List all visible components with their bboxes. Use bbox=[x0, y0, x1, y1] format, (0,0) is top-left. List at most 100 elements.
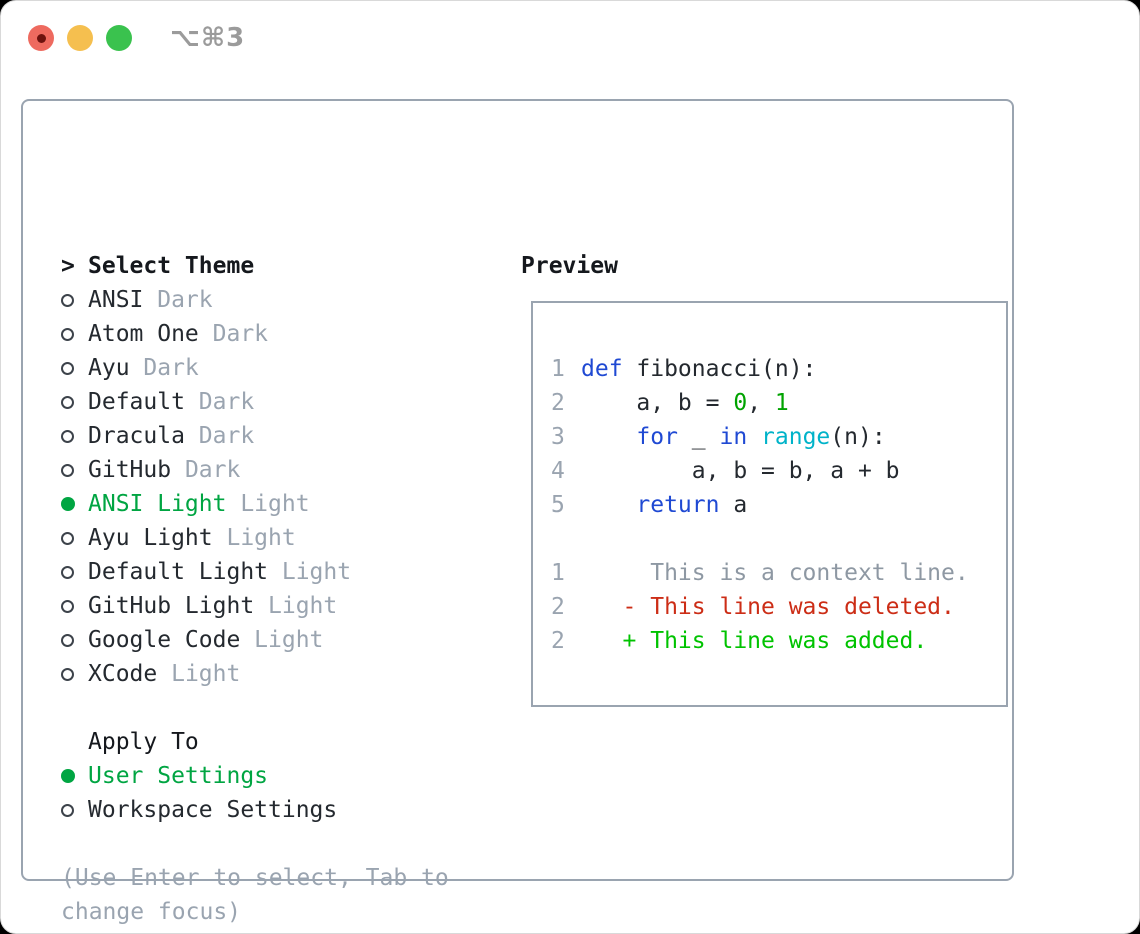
radio-slot bbox=[61, 327, 88, 341]
code-segment-keyword: return bbox=[636, 492, 720, 518]
apply-option-label: Workspace Settings bbox=[88, 797, 338, 823]
theme-option-label: GitHub Light bbox=[88, 593, 255, 619]
code-line: 5 return a bbox=[551, 488, 969, 522]
theme-option-atom-one[interactable]: Atom One Dark bbox=[61, 317, 449, 351]
theme-variant-label: Light bbox=[281, 559, 352, 585]
hint-line: change focus) bbox=[61, 899, 242, 925]
theme-picker-header: > Select Theme bbox=[61, 249, 449, 283]
theme-variant-label: Dark bbox=[212, 321, 269, 347]
radio-icon bbox=[61, 565, 74, 579]
code-segment-keyword: def bbox=[581, 356, 623, 382]
code-segment-text: , bbox=[747, 390, 775, 416]
titlebar: ⌥⌘3 bbox=[1, 1, 1139, 77]
theme-option-label: GitHub bbox=[88, 457, 172, 483]
theme-variant-label: Light bbox=[254, 627, 324, 653]
line-number: 1 bbox=[551, 560, 565, 586]
radio-slot bbox=[61, 599, 88, 613]
theme-option-default[interactable]: Default Dark bbox=[61, 385, 449, 419]
preview-title: Preview bbox=[521, 253, 618, 279]
line-number: 2 bbox=[551, 390, 565, 416]
minimize-button[interactable] bbox=[67, 25, 93, 51]
code-segment-text: (n): bbox=[830, 424, 886, 450]
theme-option-label: Ayu Light bbox=[88, 525, 213, 551]
theme-option-google-code[interactable]: Google Code Light bbox=[61, 623, 449, 657]
radio-slot bbox=[61, 667, 88, 681]
theme-option-ansi[interactable]: ANSI Dark bbox=[61, 283, 449, 317]
radio-slot bbox=[61, 803, 88, 817]
code-segment-text: a, b = bbox=[581, 390, 734, 416]
theme-option-label: Atom One bbox=[88, 321, 199, 347]
theme-variant-label: Light bbox=[226, 525, 296, 551]
theme-variant-label: Dark bbox=[184, 457, 241, 483]
code-segment-keyword: in bbox=[719, 424, 748, 450]
theme-option-label: Ayu bbox=[88, 355, 130, 381]
radio-icon bbox=[61, 395, 74, 409]
code-line: 4 a, b = b, a + b bbox=[551, 454, 969, 488]
code-segment-number: 0 bbox=[733, 390, 748, 416]
theme-option-label: ANSI Light bbox=[88, 491, 227, 517]
radio-slot bbox=[61, 395, 88, 409]
code-line: 2 a, b = 0, 1 bbox=[551, 386, 969, 420]
theme-option-label: Default bbox=[88, 389, 185, 415]
radio-slot bbox=[61, 769, 88, 783]
theme-option-label: ANSI bbox=[88, 287, 144, 313]
radio-slot bbox=[61, 531, 88, 545]
theme-option-ayu-light[interactable]: Ayu Light Light bbox=[61, 521, 449, 555]
theme-variant-label: Dark bbox=[157, 287, 213, 313]
theme-option-ansi-light[interactable]: ANSI Light Light bbox=[61, 487, 449, 521]
code-segment-context: This is a context line. bbox=[581, 560, 969, 586]
line-number: 4 bbox=[551, 458, 565, 484]
radio-slot bbox=[61, 633, 88, 647]
radio-slot bbox=[61, 497, 88, 511]
line-number: 1 bbox=[551, 356, 565, 382]
apply-option-workspace-settings[interactable]: Workspace Settings bbox=[61, 793, 449, 827]
spacer bbox=[61, 827, 449, 861]
theme-option-label: Google Code bbox=[88, 627, 241, 653]
code-segment-text: a, b = b, a + b bbox=[581, 458, 900, 484]
theme-variant-label: Dark bbox=[143, 355, 199, 381]
prompt-icon: > bbox=[61, 253, 75, 279]
theme-variant-label: Dark bbox=[198, 389, 255, 415]
radio-icon bbox=[61, 463, 74, 477]
code-segment-added: + This line was added. bbox=[581, 628, 928, 654]
line-number: 5 bbox=[551, 492, 565, 518]
window-title: ⌥⌘3 bbox=[170, 23, 246, 53]
radio-icon bbox=[61, 293, 74, 307]
radio-selected-icon bbox=[61, 497, 75, 511]
apply-option-label: User Settings bbox=[88, 763, 269, 789]
theme-option-label: XCode bbox=[88, 661, 158, 687]
radio-icon bbox=[61, 361, 74, 375]
code-segment-keyword: for bbox=[636, 424, 678, 450]
theme-option-github[interactable]: GitHub Dark bbox=[61, 453, 449, 487]
theme-variant-label: Light bbox=[240, 491, 310, 517]
radio-icon bbox=[61, 633, 74, 647]
code-segment-text bbox=[581, 424, 636, 450]
line-number: 2 bbox=[551, 594, 565, 620]
close-button[interactable] bbox=[28, 25, 54, 51]
spacer bbox=[61, 691, 449, 725]
code-line: 1 This is a context line. bbox=[551, 556, 969, 590]
zoom-button[interactable] bbox=[106, 25, 132, 51]
line-number: 2 bbox=[551, 628, 565, 654]
code-line: 3 for _ in range(n): bbox=[551, 420, 969, 454]
code-segment-text bbox=[581, 492, 636, 518]
radio-slot bbox=[61, 429, 88, 443]
theme-option-label: Dracula bbox=[88, 423, 185, 449]
code-segment-text: a bbox=[719, 492, 748, 518]
code-segment-number: 1 bbox=[774, 390, 789, 416]
apply-option-user-settings[interactable]: User Settings bbox=[61, 759, 449, 793]
line-number: 3 bbox=[551, 424, 565, 450]
theme-option-ayu[interactable]: Ayu Dark bbox=[61, 351, 449, 385]
